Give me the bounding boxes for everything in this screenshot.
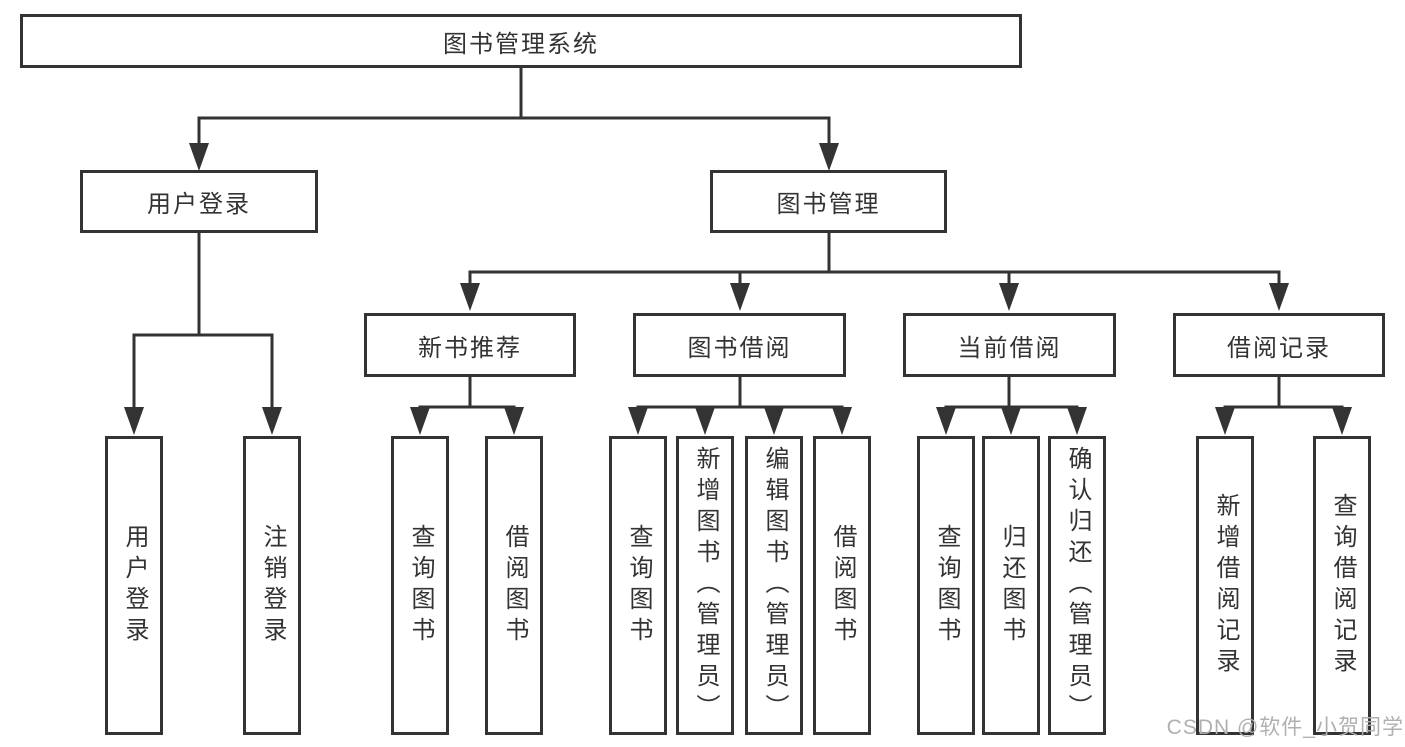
leaf-add-borrow-record: 新增借阅记录 [1196,436,1254,735]
leaf-add-book-admin: 新增图书（管理员） [676,436,734,735]
leaf-confirm-return-admin: 确认归还（管理员） [1048,436,1106,735]
leaf-borrow-books: 借阅图书 [813,436,871,735]
node-current-borrow-label: 当前借阅 [957,334,1062,362]
node-root: 图书管理系统 [20,14,1022,68]
leaf-query-books-current: 查询图书 [917,436,975,735]
leaf-query-books-recommend: 查询图书 [391,436,449,735]
leaf-edit-book-admin: 编辑图书（管理员） [745,436,803,735]
leaf-logout: 注销登录 [243,436,301,735]
node-book-management-label: 图书管理 [776,191,881,218]
node-user-login: 用户登录 [80,170,318,233]
leaf-borrow-books-recommend: 借阅图书 [485,436,543,735]
node-book-borrow: 图书借阅 [633,313,846,377]
node-new-book-recommend: 新书推荐 [364,313,576,377]
node-book-management: 图书管理 [710,170,947,233]
watermark: CSDN @软件_小贺同学 [1166,716,1404,739]
node-book-borrow-label: 图书借阅 [687,334,792,362]
node-user-login-label: 用户登录 [147,191,251,218]
node-borrow-records: 借阅记录 [1173,313,1385,377]
leaf-query-borrow-record: 查询借阅记录 [1313,436,1371,735]
arrowheads [124,143,1352,435]
node-new-book-recommend-label: 新书推荐 [418,334,522,362]
node-current-borrow: 当前借阅 [903,313,1116,377]
leaf-user-login: 用户登录 [105,436,163,735]
node-borrow-records-label: 借阅记录 [1227,334,1331,362]
leaf-query-books-borrow: 查询图书 [609,436,667,735]
leaf-return-book: 归还图书 [982,436,1040,735]
node-root-label: 图书管理系统 [443,30,599,58]
